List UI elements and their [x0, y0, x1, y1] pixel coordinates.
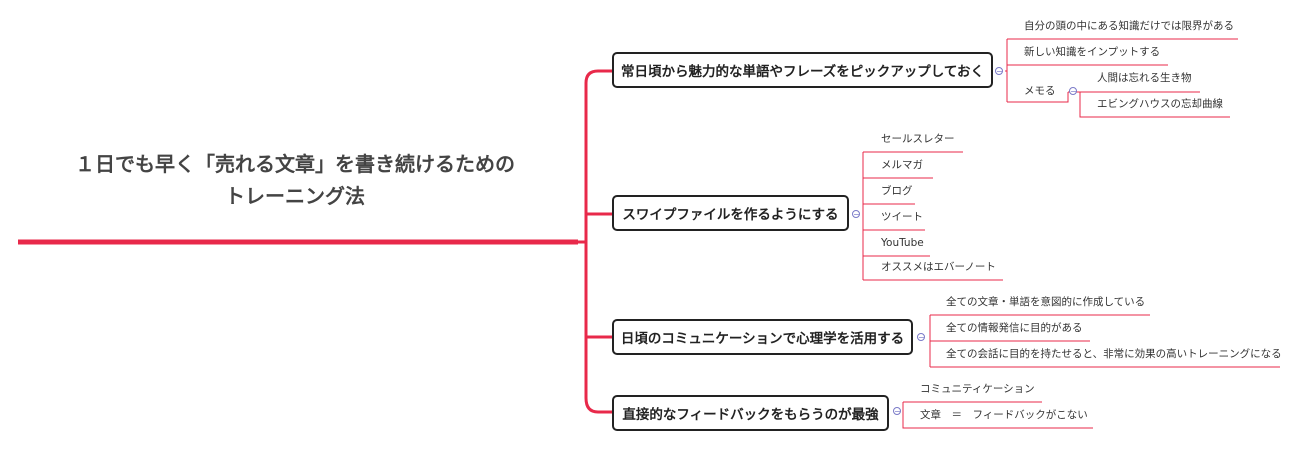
leaf-no-feedback[interactable]: 文章 ＝ フィードバックがこない: [920, 409, 1088, 421]
branch1-connectors: [1005, 38, 1238, 118]
branch-pickup-words[interactable]: 常日頃から魅力的な単語やフレーズをピックアップしておく: [612, 52, 993, 88]
leaf-purposeful-posting[interactable]: 全ての情報発信に目的がある: [946, 322, 1083, 334]
leaf-blog[interactable]: ブログ: [881, 185, 913, 197]
trunk-connector: [578, 69, 612, 414]
leaf-youtube[interactable]: YouTube: [881, 237, 924, 249]
leaf-tweet[interactable]: ツイート: [881, 211, 923, 223]
root-title-line1: １日でも早く「売れる文章」を書き続けるための: [75, 152, 515, 176]
leaf-purposeful-conversation[interactable]: 全ての会話に目的を持たせると、非常に効果の高いトレーニングになる: [946, 348, 1282, 360]
branch-label: 日頃のコミュニケーションで心理学を活用する: [620, 331, 905, 347]
branch-label: 常日頃から魅力的な単語やフレーズをピックアップしておく: [620, 64, 984, 80]
leaf-intentional-writing[interactable]: 全ての文章・単語を意図的に作成している: [946, 296, 1146, 308]
leaf-humans-forget[interactable]: 人間は忘れる生き物: [1097, 72, 1192, 84]
leaf-memo[interactable]: メモる: [1024, 85, 1056, 97]
branch-psychology[interactable]: 日頃のコミュニケーションで心理学を活用する: [612, 319, 913, 355]
collapse-toggle-icon[interactable]: −: [893, 407, 901, 416]
leaf-evernote[interactable]: オススメはエバーノート: [881, 261, 996, 273]
collapse-toggle-icon[interactable]: −: [1069, 87, 1077, 96]
collapse-toggle-icon[interactable]: −: [852, 210, 860, 219]
leaf-input-knowledge[interactable]: 新しい知識をインプットする: [1024, 46, 1161, 58]
leaf-knowledge-limit[interactable]: 自分の頭の中にある知識だけでは限界がある: [1024, 20, 1234, 32]
branch3-connectors: [929, 314, 1280, 368]
branch-feedback[interactable]: 直接的なフィードバックをもらうのが最強: [612, 395, 889, 431]
leaf-sales-letter[interactable]: セールスレター: [881, 133, 955, 145]
leaf-mail-magazine[interactable]: メルマガ: [881, 159, 923, 171]
leaf-forgetting-curve[interactable]: エビングハウスの忘却曲線: [1097, 98, 1223, 110]
branch2-connectors: [862, 151, 1003, 281]
branch-label: スワイプファイルを作るようにする: [622, 207, 839, 223]
branch-swipe-file[interactable]: スワイプファイルを作るようにする: [612, 195, 849, 231]
leaf-community[interactable]: コミュニティケーション: [920, 383, 1035, 395]
branch4-connectors: [902, 401, 1093, 429]
branch-label: 直接的なフィードバックをもらうのが最強: [622, 407, 879, 423]
root-topic[interactable]: １日でも早く「売れる文章」を書き続けるための トレーニング法: [30, 148, 560, 212]
root-title-line2: トレーニング法: [225, 184, 365, 208]
collapse-toggle-icon[interactable]: −: [917, 333, 925, 342]
collapse-toggle-icon[interactable]: −: [995, 67, 1003, 76]
